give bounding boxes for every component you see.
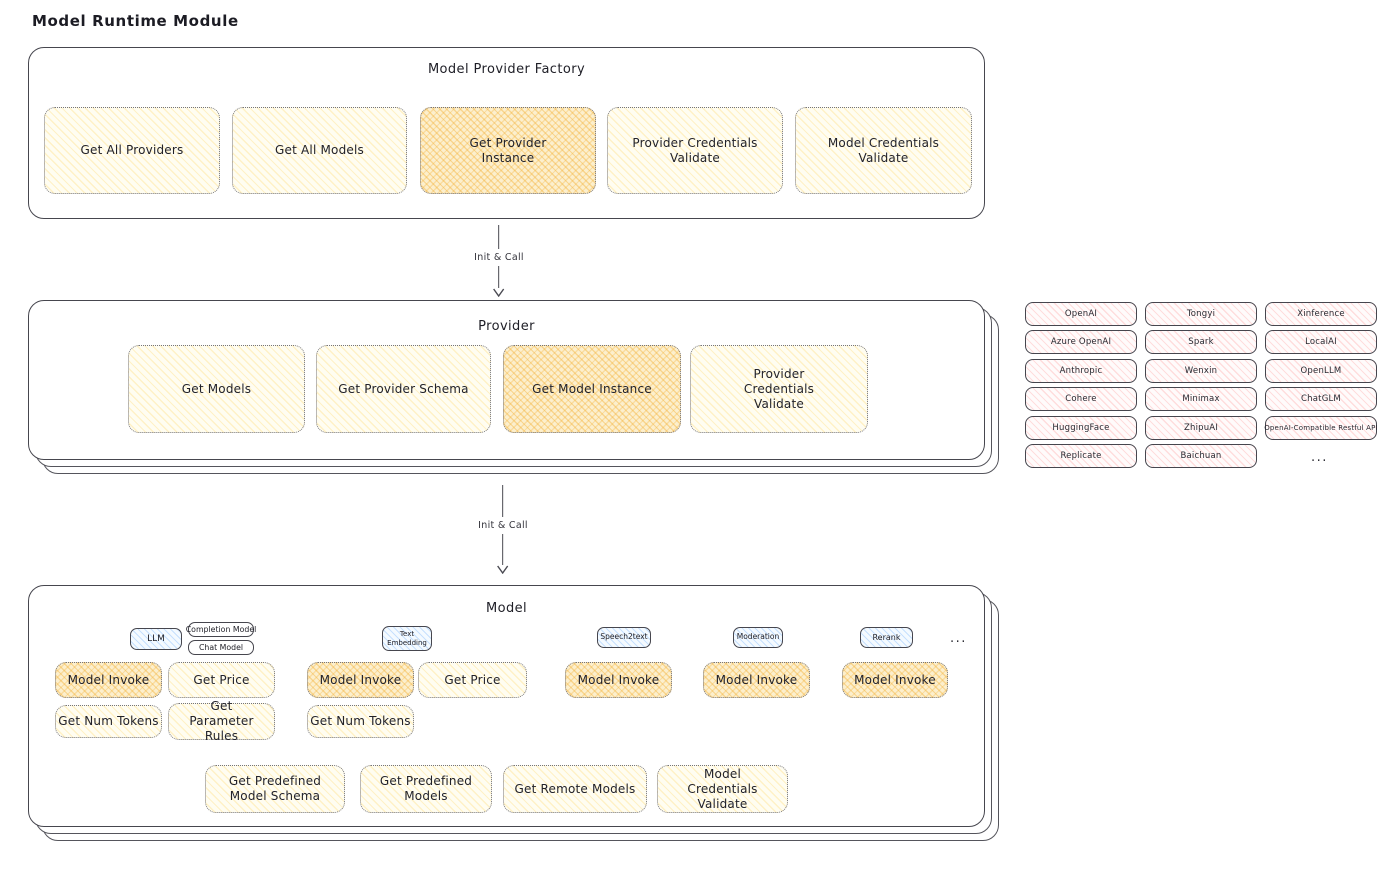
model-op-get-price: Get Price xyxy=(418,662,527,698)
model-op-get-remote-models: Get Remote Models xyxy=(503,765,647,813)
model-op-model-invoke: Model Invoke xyxy=(703,662,810,698)
model-op-model-invoke: Model Invoke xyxy=(842,662,948,698)
vendor-wenxin: Wenxin xyxy=(1145,359,1257,383)
model-op-get-predefined-model-schema: Get Predefined Model Schema xyxy=(205,765,345,813)
vendor-baichuan: Baichuan xyxy=(1145,444,1257,468)
page-title: Model Runtime Module xyxy=(32,12,239,30)
factory-item-get-all-models: Get All Models xyxy=(232,107,407,194)
tag-llm: LLM xyxy=(130,628,182,650)
vendor-zhipuai: ZhipuAI xyxy=(1145,416,1257,440)
provider-item-get-model-instance: Get Model Instance xyxy=(503,345,681,433)
vendor-replicate: Replicate xyxy=(1025,444,1137,468)
arrow-head-icon xyxy=(497,565,509,574)
tags-ellipsis: ... xyxy=(950,631,967,646)
vendor-azure-openai: Azure OpenAI xyxy=(1025,330,1137,354)
vendor-openllm: OpenLLM xyxy=(1265,359,1377,383)
model-op-model-credentials-validate: Model Credentials Validate xyxy=(657,765,788,813)
vendor-localai: LocalAI xyxy=(1265,330,1377,354)
tag-rerank: Rerank xyxy=(860,627,913,648)
arrow-line xyxy=(498,266,500,288)
init-call-arrow-1: Init & Call xyxy=(474,225,524,297)
arrow-label: Init & Call xyxy=(478,520,528,531)
factory-title: Model Provider Factory xyxy=(427,62,586,77)
arrow-line xyxy=(498,225,500,249)
factory-item-get-all-providers: Get All Providers xyxy=(44,107,220,194)
factory-item-model-credentials-validate: Model Credentials Validate xyxy=(795,107,972,194)
model-op-get-predefined-models: Get Predefined Models xyxy=(360,765,492,813)
provider-item-get-provider-schema: Get Provider Schema xyxy=(316,345,491,433)
vendor-spark: Spark xyxy=(1145,330,1257,354)
vendor-openai-compatible-restful-api: OpenAI-Compatible Restful API xyxy=(1264,416,1378,440)
model-op-get-price: Get Price xyxy=(168,662,275,698)
provider-title: Provider xyxy=(478,319,535,334)
model-title: Model xyxy=(485,601,528,616)
arrow-line xyxy=(502,534,504,565)
factory-item-provider-credentials-validate: Provider Credentials Validate xyxy=(607,107,783,194)
tag-text-embedding: Text Embedding xyxy=(382,626,432,651)
arrow-label: Init & Call xyxy=(474,252,524,263)
arrow-head-icon xyxy=(493,288,505,297)
vendor-openai: OpenAI xyxy=(1025,302,1137,326)
tag-chat-model: Chat Model xyxy=(188,640,254,655)
arrow-line xyxy=(502,485,504,517)
tag-speech2text: Speech2text xyxy=(597,627,651,648)
vendor-tongyi: Tongyi xyxy=(1145,302,1257,326)
provider-item-provider-credentials-validate: Provider Credentials Validate xyxy=(690,345,868,433)
tag-moderation: Moderation xyxy=(733,627,783,648)
model-op-get-parameter-rules: Get Parameter Rules xyxy=(168,699,275,743)
vendors-ellipsis: ... xyxy=(1311,450,1328,465)
init-call-arrow-2: Init & Call xyxy=(478,485,528,574)
vendor-cohere: Cohere xyxy=(1025,387,1137,411)
model-op-model-invoke: Model Invoke xyxy=(565,662,672,698)
vendor-anthropic: Anthropic xyxy=(1025,359,1137,383)
model-op-get-num-tokens: Get Num Tokens xyxy=(55,705,162,738)
vendor-xinference: Xinference xyxy=(1265,302,1377,326)
vendor-chatglm: ChatGLM xyxy=(1265,387,1377,411)
model-op-model-invoke: Model Invoke xyxy=(307,662,414,698)
vendor-huggingface: HuggingFace xyxy=(1025,416,1137,440)
provider-item-get-models: Get Models xyxy=(128,345,305,433)
model-op-get-num-tokens: Get Num Tokens xyxy=(307,705,414,738)
model-op-model-invoke: Model Invoke xyxy=(55,662,162,698)
factory-item-get-provider-instance: Get Provider Instance xyxy=(420,107,596,194)
vendor-minimax: Minimax xyxy=(1145,387,1257,411)
tag-completion-model: Completion Model xyxy=(186,622,256,637)
